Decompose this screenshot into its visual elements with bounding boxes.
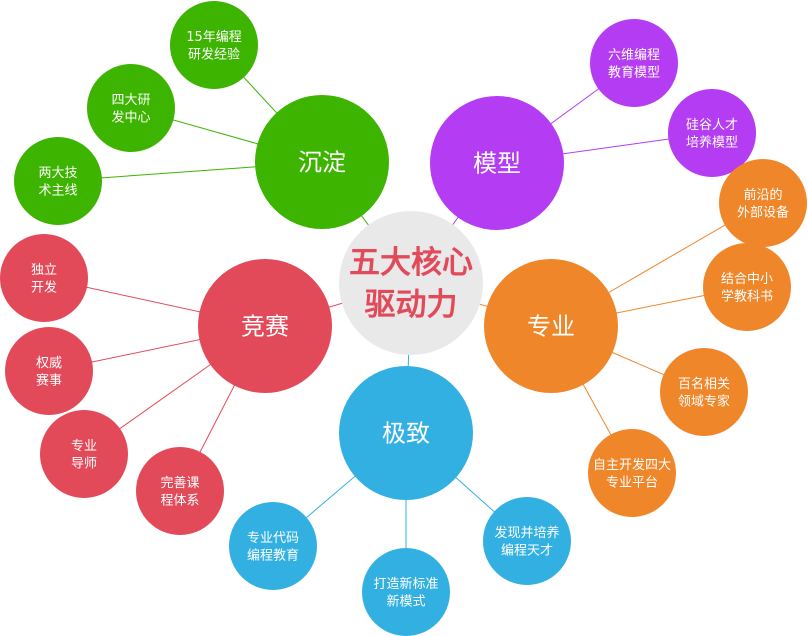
leaf-circle [0,234,88,322]
hub-node-chendian[interactable]: 沉淀 [255,95,389,229]
leaf-circle [229,502,317,590]
leaf-circle [5,327,93,415]
leaf-label: 赛事 [36,372,62,388]
leaf-label: 结合中小 [721,272,773,287]
hub-label: 专业 [527,313,575,341]
leaf-label: 术主线 [38,183,77,198]
hub-label: 竞赛 [241,313,289,341]
leaf-label: 开发 [31,279,57,295]
leaf-label: 领域专家 [678,393,730,409]
leaf-circle [40,410,128,498]
leaf-circle [483,497,571,585]
leaf-circle [362,548,450,636]
center-circle [339,211,483,355]
leaf-circle [660,348,748,436]
hub-node-jingsai[interactable]: 竞赛 [198,259,332,393]
leaf-circle [703,243,791,331]
leaf-label: 专业平台 [606,475,658,490]
leaf-circle [719,159,807,247]
hub-circle [430,96,564,230]
leaf-circle [588,429,676,517]
leaf-label: 四大研 [111,93,150,108]
leaf-label: 独立 [31,263,57,278]
leaf-circle [668,89,756,177]
leaf-label: 程体系 [160,493,199,508]
leaf-label: 发中心 [111,109,150,125]
leaf-circle [590,19,678,107]
leaf-label: 专业 [71,439,97,454]
leaf-label: 培养模型 [686,134,738,150]
leaf-label: 权威 [36,355,62,371]
leaf-label: 百名相关 [678,376,730,392]
hub-node-zhuanye[interactable]: 专业 [484,259,618,393]
leaf-label: 自主开发四大 [593,457,671,473]
leaf-circle [87,64,175,152]
hub-circle [255,95,389,229]
leaf-label: 两大技 [38,166,77,181]
leaf-label: 发现并培养 [494,525,559,541]
leaf-label: 教育模型 [608,64,660,80]
leaf-label: 学教科书 [721,288,773,304]
hub-label: 极致 [382,420,430,448]
leaf-label: 研发经验 [188,46,240,62]
leaf-circle [170,1,258,89]
hub-node-jizhi[interactable]: 极致 [339,366,473,500]
leaf-label: 编程教育 [247,547,299,563]
leaf-label: 编程天才 [501,543,553,558]
leaf-label: 15年编程 [186,30,242,45]
leaf-label: 六维编程 [608,48,660,63]
leaf-circle [14,137,102,225]
hub-circle [339,366,473,500]
leaf-label: 前沿的 [743,187,782,203]
leaf-label: 导师 [71,456,97,471]
leaf-label: 硅谷人才 [686,118,738,133]
center-label: 驱动力 [365,287,458,323]
hub-label: 模型 [473,150,521,178]
leaf-label: 新模式 [386,593,425,609]
leaf-label: 打造新标准 [373,576,438,592]
hub-node-moxing[interactable]: 模型 [430,96,564,230]
leaf-label: 专业代码 [247,531,299,546]
leaf-label: 完善课 [160,475,199,491]
hub-circle [484,259,618,393]
hub-label: 沉淀 [298,149,346,177]
leaf-label: 外部设备 [737,204,789,220]
hub-circle [198,259,332,393]
center-label: 五大核心 [349,245,473,281]
leaf-circle [136,447,224,535]
